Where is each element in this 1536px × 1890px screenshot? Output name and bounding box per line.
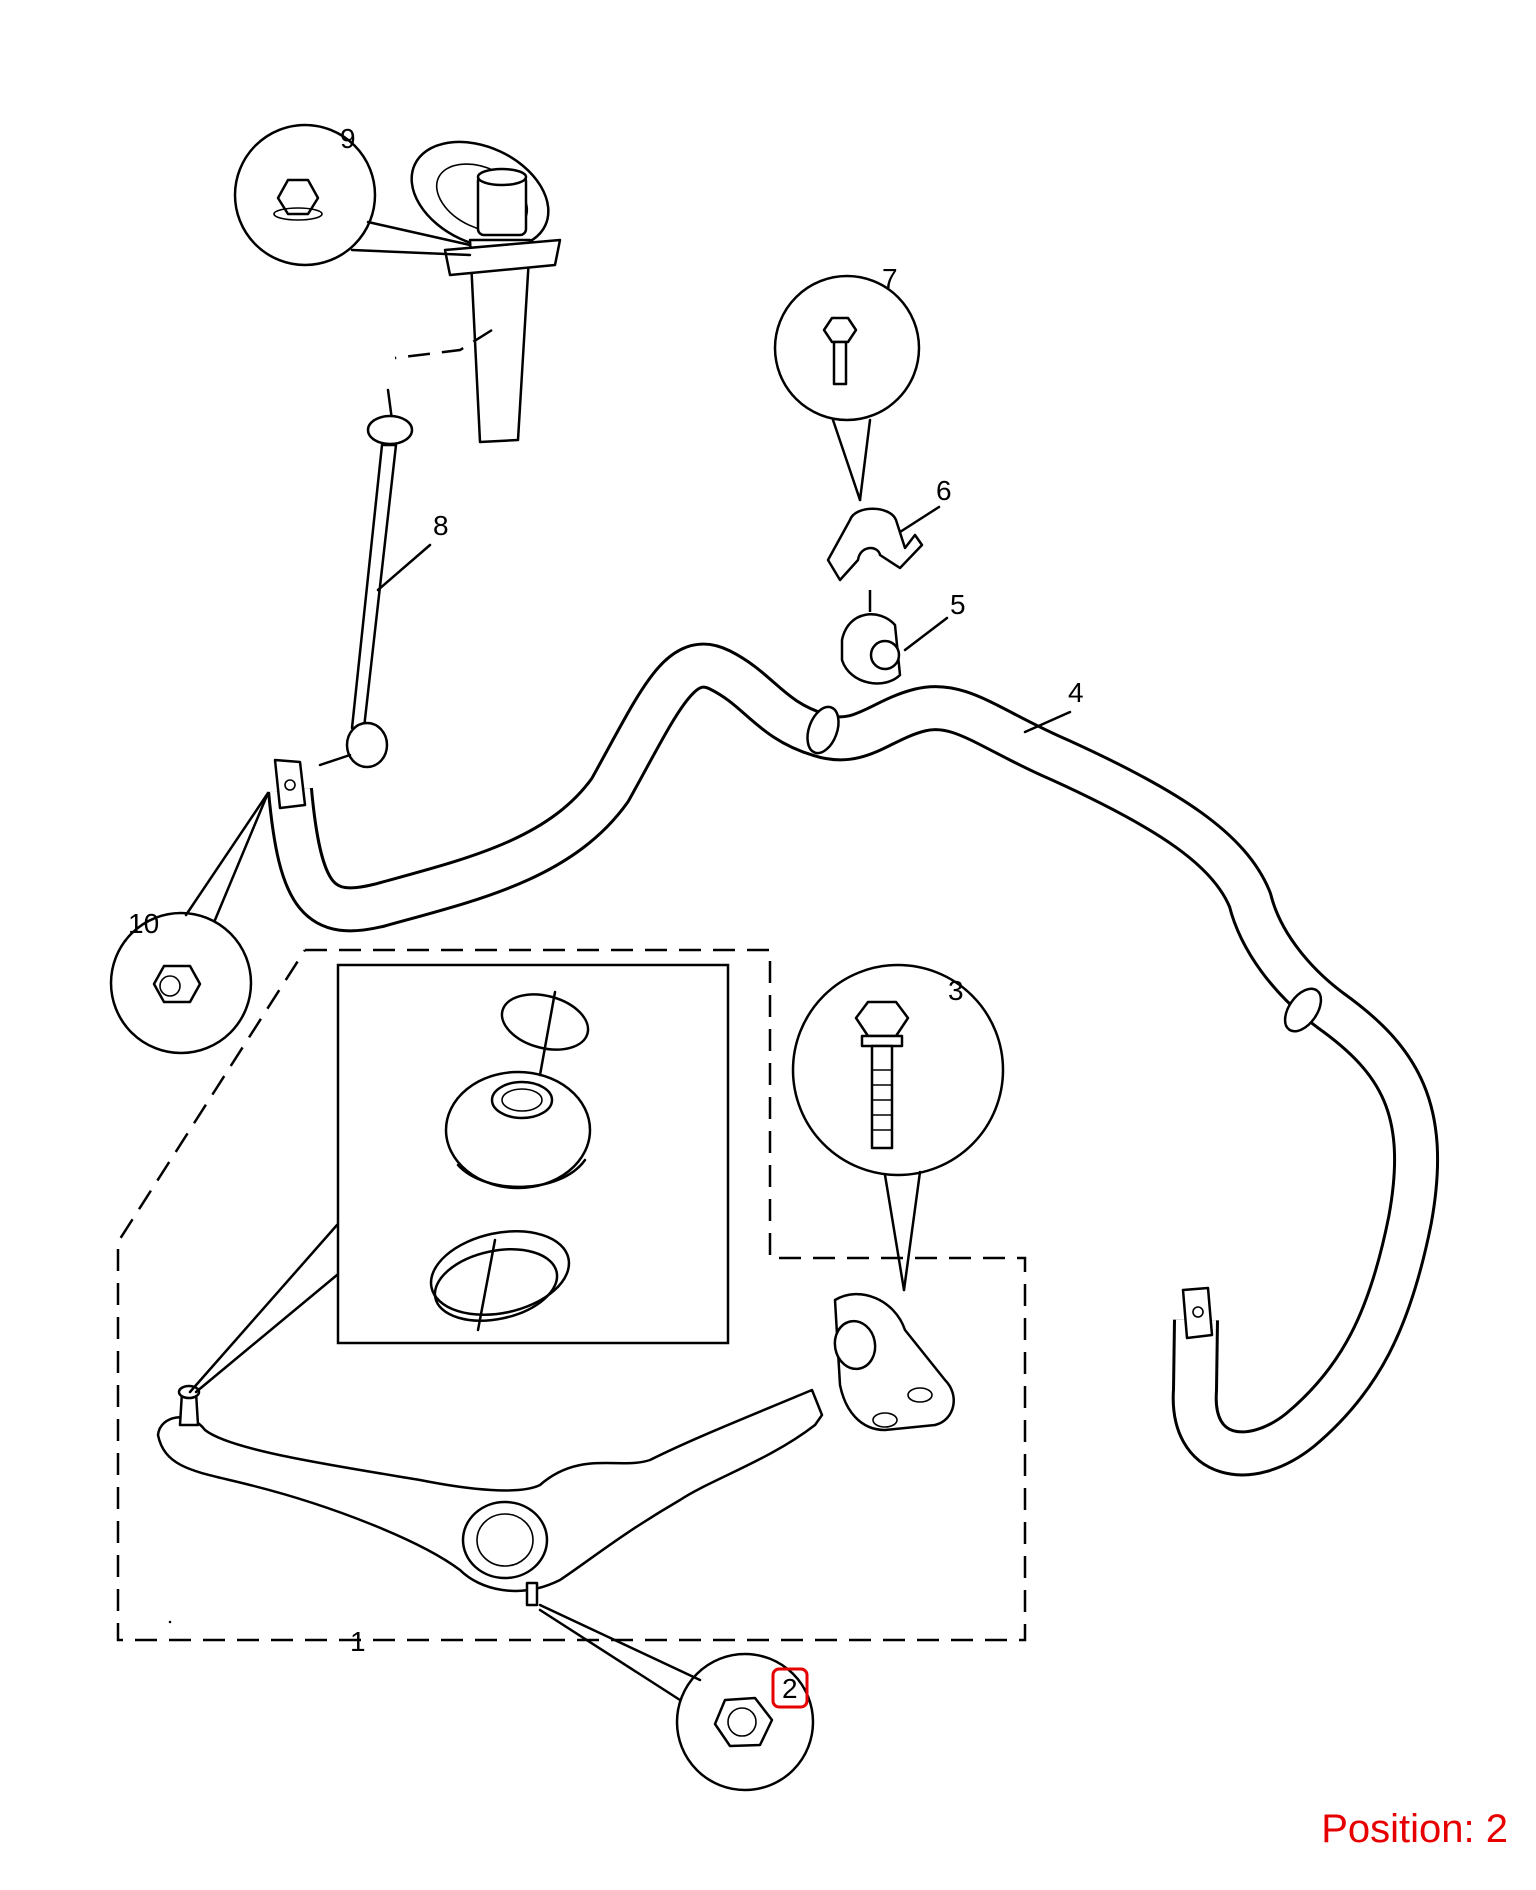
position-indicator: Position: 2: [1321, 1807, 1508, 1851]
clamp-and-bush: [826, 507, 924, 685]
strut-assembly: [394, 140, 562, 444]
label-2: 2: [782, 1673, 798, 1704]
callout-7: [773, 274, 921, 502]
anti-roll-bar: [267, 642, 1439, 1477]
label-9: 9: [340, 123, 356, 154]
label-10: 10: [128, 908, 159, 939]
leader-lines: [168, 505, 1072, 1624]
label-3: 3: [948, 975, 964, 1006]
label-7: 7: [882, 263, 898, 294]
ball-joint-inset: [336, 963, 730, 1345]
label-6: 6: [936, 475, 952, 506]
callout-2: [538, 1603, 815, 1792]
drop-link: [318, 388, 414, 769]
lower-control-arm: [156, 1292, 955, 1607]
label-2-highlight-box: [771, 1667, 809, 1709]
label-1: 1: [350, 1626, 366, 1657]
label-5: 5: [950, 589, 966, 620]
callout-9: [233, 123, 472, 267]
label-4: 4: [1068, 677, 1084, 708]
callout-10: [109, 791, 270, 1055]
assembly-boundary: [116, 948, 1027, 1642]
callout-3: [791, 963, 1005, 1292]
label-8: 8: [433, 510, 449, 541]
